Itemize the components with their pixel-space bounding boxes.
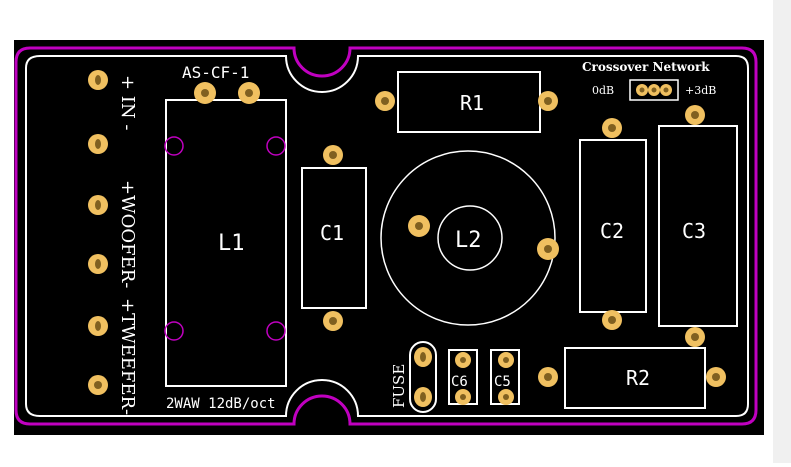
component-C6: C6 (448, 349, 478, 405)
C3-label: C3 (682, 219, 706, 243)
L1-label: L1 (218, 231, 245, 256)
label-woofer: +WOOFER- (117, 180, 138, 288)
pcb-layout: + IN - +WOOFER- +TWEEFER- AS-CF-1 2WAW 1… (14, 40, 764, 435)
component-R1: R1 (375, 71, 558, 133)
component-C1: C1 (301, 145, 367, 331)
terminal-pad (88, 195, 108, 215)
board-subtitle: 2WAW 12dB/oct (166, 396, 276, 412)
C5-label: C5 (494, 374, 511, 390)
terminal-pads (88, 70, 108, 395)
fuse-label: FUSE (390, 364, 408, 408)
L2-label: L2 (455, 228, 482, 253)
terminal-pad (88, 316, 108, 336)
page-scrollbar[interactable] (773, 0, 791, 463)
component-C5: C5 (490, 349, 520, 405)
label-tweeter: +TWEEFER- (117, 298, 138, 415)
terminal-pad (88, 375, 108, 395)
C1-label: C1 (320, 221, 344, 245)
component-L1: L1 (164, 82, 287, 387)
C6-label: C6 (451, 374, 468, 390)
label-in: + IN - (117, 75, 138, 130)
C2-label: C2 (600, 219, 624, 243)
jumper-0db-label: 0dB (592, 84, 614, 97)
component-C2: C2 (579, 118, 647, 330)
component-C3: C3 (658, 105, 738, 347)
board-outline (14, 46, 758, 426)
board-title: AS-CF-1 (182, 63, 249, 82)
terminal-pad (88, 254, 108, 274)
component-L2: L2 (380, 150, 559, 326)
component-fuse: FUSE (390, 341, 437, 413)
network-label: Crossover Network (582, 60, 710, 74)
board-edge-silkscreen (25, 55, 749, 417)
terminal-pad (88, 134, 108, 154)
terminal-pad (88, 70, 108, 90)
R2-label: R2 (626, 366, 650, 390)
jumper-header (629, 79, 679, 101)
R1-label: R1 (460, 91, 484, 115)
component-R2: R2 (538, 347, 726, 409)
jumper-3db-label: +3dB (685, 84, 716, 97)
